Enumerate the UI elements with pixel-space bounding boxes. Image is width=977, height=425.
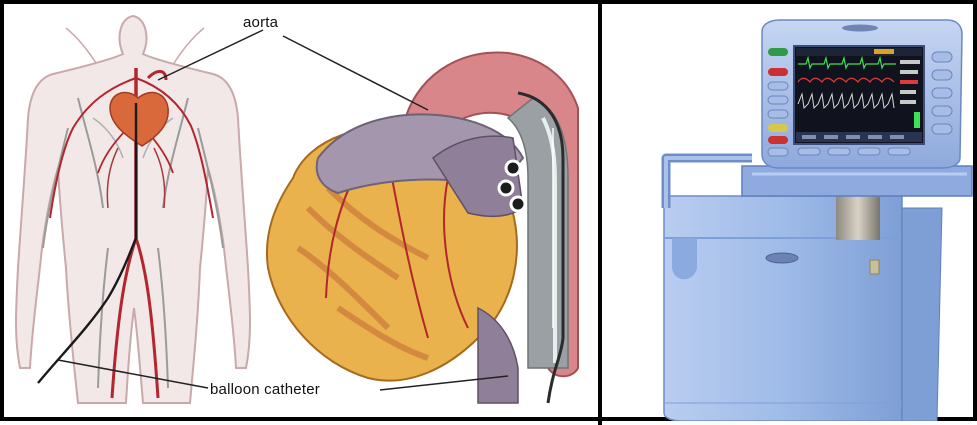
support-post — [836, 194, 880, 240]
aorta-label: aorta — [243, 14, 278, 31]
anatomy-svg — [8, 8, 598, 421]
balloon-catheter-label: balloon catheter — [210, 381, 320, 398]
anatomy-illustration: aorta balloon catheter — [8, 8, 598, 421]
device-svg — [602, 8, 977, 421]
heart-illustration — [267, 52, 578, 403]
balloon-pump-device-photo — [602, 8, 977, 421]
human-body-figure — [16, 16, 250, 403]
pump-cabinet — [664, 196, 942, 421]
monitor-screen — [794, 46, 924, 144]
